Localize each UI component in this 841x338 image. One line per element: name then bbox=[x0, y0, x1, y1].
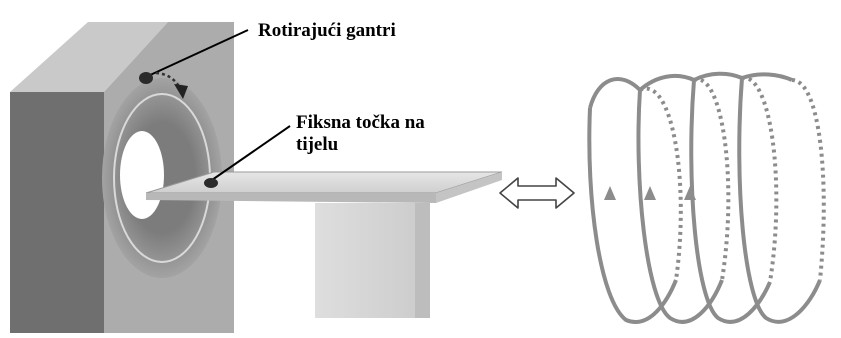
rotation-arrowhead-icon bbox=[174, 84, 188, 99]
gantry-leader-line bbox=[147, 29, 249, 77]
helix-arrowhead-2 bbox=[644, 186, 656, 200]
table-end bbox=[436, 172, 502, 203]
helix-front-arc-4 bbox=[737, 72, 822, 324]
gantry-marker-dot bbox=[139, 72, 153, 84]
table-pedestal bbox=[315, 203, 430, 318]
helix-front-arc-2 bbox=[636, 73, 724, 324]
helix-front-arc-3 bbox=[689, 71, 772, 324]
patient-table-icon bbox=[145, 171, 503, 203]
helix-front-arc-1 bbox=[587, 77, 678, 324]
helix-arrowhead-1 bbox=[604, 186, 616, 200]
fixed-point-label-line-2: tijelu bbox=[296, 134, 339, 155]
rotation-arrow-icon bbox=[155, 71, 182, 89]
double-arrow-icon bbox=[499, 177, 575, 209]
gantry-bore bbox=[120, 131, 164, 219]
fixed-point-label: Fiksna točka na tijelu bbox=[296, 112, 425, 156]
helix-back-arc-1 bbox=[639, 86, 683, 281]
fixed-point-dot bbox=[204, 178, 218, 188]
rotating-gantry-label: Rotirajući gantri bbox=[258, 20, 396, 41]
helical-path-icon bbox=[587, 71, 826, 324]
helix-back-arc-2 bbox=[693, 77, 731, 281]
gantry-top-face bbox=[10, 22, 168, 92]
helix-arrowhead-3 bbox=[684, 186, 696, 200]
table-edge bbox=[146, 193, 436, 203]
gantry-side-face bbox=[10, 92, 104, 333]
ct-gantry-icon bbox=[10, 22, 234, 333]
fixed-point-label-line-1: Fiksna točka na bbox=[296, 112, 425, 133]
fixed-point-leader-line bbox=[211, 125, 291, 181]
helix-back-arc-4 bbox=[791, 78, 826, 281]
